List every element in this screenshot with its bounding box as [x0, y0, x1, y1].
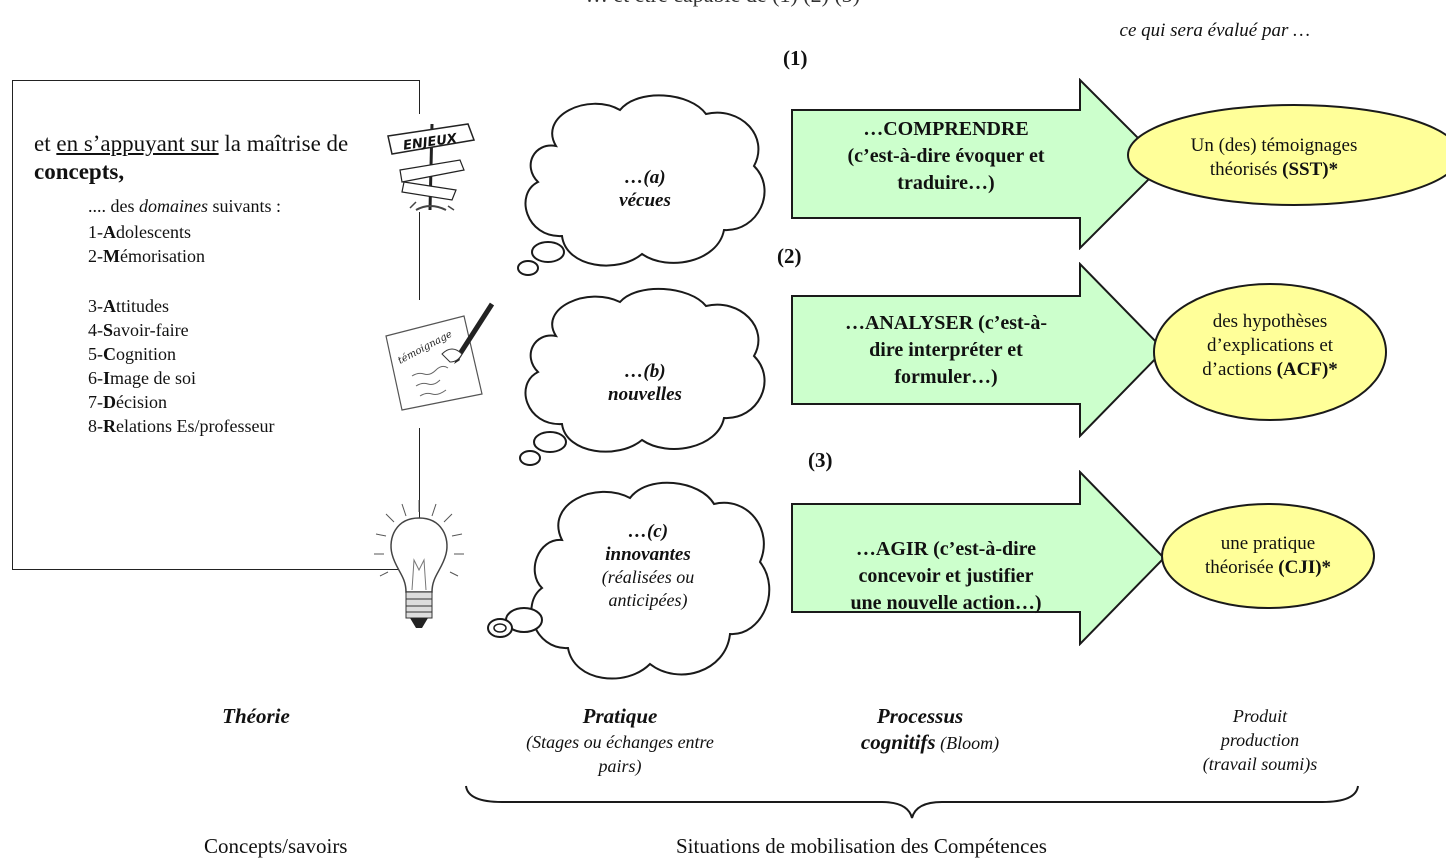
column-processus: Processus	[876, 704, 964, 728]
top-clipped-caption: … et être capable de (1) (2) (3)	[0, 0, 1446, 8]
oval-cji-text: une pratique théorisée (CJI)*	[1204, 533, 1332, 578]
thought-bubble-a	[517, 94, 766, 276]
curly-brace	[465, 785, 1359, 819]
step-3-label: (3)	[808, 448, 833, 472]
bubble-a-text: …(a)vécues	[619, 167, 671, 211]
oval-cji	[1161, 503, 1375, 609]
column-pratique: Pratique	[582, 704, 658, 728]
arrow-analyser	[791, 262, 1166, 438]
column-theorie: Théorie	[222, 704, 290, 728]
thought-bubble-c	[487, 481, 771, 680]
bubble-c-text: …(c) innovantes (réalisées ou anticipées…	[601, 521, 695, 610]
oval-sst-text: Un (des) témoignages théorisés (SST)*	[1190, 135, 1358, 180]
bottom-label-concepts: Concepts/savoirs	[204, 834, 348, 858]
step-2-label: (2)	[777, 244, 802, 268]
domain-item: 6-Image de soi	[88, 368, 196, 388]
domain-item: 3-Attitudes	[88, 296, 169, 316]
oval-acf	[1153, 283, 1387, 421]
theory-box-right-edge-top	[419, 80, 420, 114]
domain-item: 4-Savoir-faire	[88, 320, 189, 340]
lightbulb-icon	[374, 500, 464, 628]
bottom-label-situations: Situations de mobilisation des Compétenc…	[676, 834, 1047, 858]
signpost-icon: ENJEUX	[387, 123, 476, 211]
step-1-label: (1)	[783, 46, 808, 70]
arrow-agir	[791, 470, 1166, 646]
domains-heading: .... des domaines suivants :	[88, 196, 282, 216]
theory-box-right-edge-middle	[419, 212, 420, 300]
domain-item: 5-Cognition	[88, 344, 177, 364]
evaluation-caption: ce qui sera évalué par …	[1119, 20, 1310, 41]
domain-item: 1-Adolescents	[88, 222, 191, 242]
intro-underlined: en s’appuyant sur	[56, 131, 219, 156]
oval-acf-text: des hypothèses d’explications et d’actio…	[1202, 311, 1338, 380]
theory-box	[12, 80, 420, 570]
arrow-comprendre	[791, 78, 1166, 250]
domain-item: 8-Relations Es/professeur	[88, 416, 275, 436]
domain-list: 1-Adolescents 2-Mémorisation 3-Attitudes…	[88, 220, 274, 438]
domain-item: 7-Décision	[88, 392, 167, 412]
theory-box-right-edge-bottom	[419, 428, 420, 518]
oval-sst	[1127, 104, 1446, 206]
column-processus-line2: cognitifs (Bloom)	[860, 730, 1000, 754]
domain-item: 2-Mémorisation	[88, 246, 205, 266]
bubble-b-text: …(b)nouvelles	[608, 361, 682, 405]
thought-bubble-b	[519, 287, 766, 466]
testimony-document-icon: témoignage	[385, 302, 495, 411]
intro-concepts: concepts,	[34, 159, 125, 184]
theory-intro-text: et en s’appuyant sur la maîtrise de conc…	[34, 131, 349, 184]
